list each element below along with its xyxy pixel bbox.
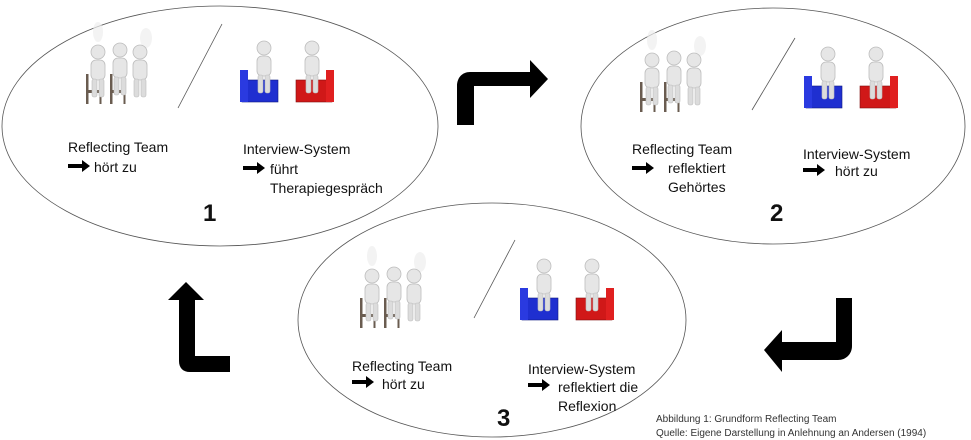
stage-3-number: 3	[497, 405, 511, 432]
stage-3-team-label: Reflecting Team	[352, 358, 453, 374]
stage-1-couch-illustration	[240, 41, 334, 102]
cycle-arrow-1-to-2	[457, 60, 548, 125]
cycle-arrow-3-to-1	[168, 282, 230, 372]
stage-2-team-action: reflektiert	[668, 160, 726, 176]
stage-2-team-label: Reflecting Team	[632, 141, 733, 157]
stage-2-ellipse	[580, 7, 966, 245]
stage-1-team-action: hört zu	[94, 159, 137, 175]
stage-1-divider	[177, 23, 223, 109]
stage-1-system-label: Interview-System	[243, 141, 351, 157]
figure-caption-title: Abbildung 1: Grundform Reflecting Team	[656, 414, 837, 425]
stage-2-system-label: Interview-System	[803, 146, 911, 162]
stage-2-system-action: hört zu	[835, 163, 878, 179]
stage-2-number: 2	[770, 200, 784, 227]
stage-3-system-action-2: Reflexion	[558, 398, 617, 414]
stage-3-system-action: reflektiert die	[558, 379, 639, 395]
stage-3-divider	[473, 239, 516, 319]
stage-1-ellipse	[1, 5, 439, 247]
arrow-icon	[803, 164, 825, 176]
cycle-arrow-2-to-3	[764, 298, 852, 372]
stage-2-team-illustration	[640, 30, 706, 112]
stage-3-team-action: hört zu	[382, 376, 425, 392]
stage-1-system-action-2: Therapiegespräch	[270, 180, 383, 196]
stage-1-number: 1	[203, 200, 217, 227]
figure-caption-source: Quelle: Eigene Darstellung in Anlehnung …	[656, 428, 927, 439]
arrow-icon	[528, 379, 550, 391]
stage-1-team-label: Reflecting Team	[68, 139, 169, 155]
arrow-icon	[352, 376, 374, 388]
stage-3-couch-illustration	[520, 259, 614, 320]
arrow-icon	[68, 160, 90, 172]
stage-1-system-action: führt	[270, 161, 299, 177]
stage-3-system-label: Interview-System	[528, 361, 636, 377]
arrow-icon	[632, 162, 654, 174]
stage-1-team-illustration	[86, 22, 152, 104]
stage-3-team-illustration	[360, 246, 426, 328]
stage-2-divider	[751, 37, 796, 111]
stage-2-couch-illustration	[804, 47, 898, 108]
arrow-icon	[243, 162, 265, 174]
stage-2-team-action-2: Gehörtes	[668, 179, 726, 195]
stage-3-ellipse	[297, 202, 687, 438]
